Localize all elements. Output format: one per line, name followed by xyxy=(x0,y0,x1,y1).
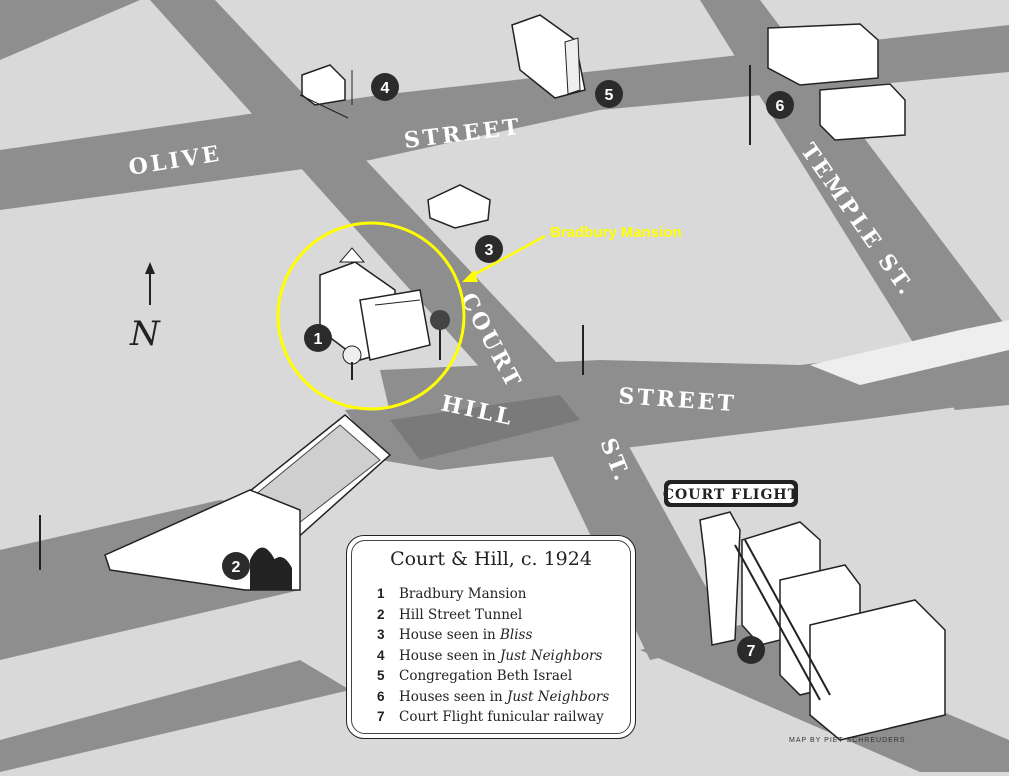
congregation-beth-israel xyxy=(511,14,586,99)
svg-text:3: 3 xyxy=(485,242,494,259)
map-credit: MAP BY PIET SCHREUDERS xyxy=(789,737,906,744)
court-street-lower-road xyxy=(545,430,735,660)
highlight-circle xyxy=(276,221,466,411)
marker-6: 6 xyxy=(766,91,794,119)
svg-text:4: 4 xyxy=(381,80,390,97)
marker-4: 4 xyxy=(371,73,399,101)
court-flight-sign: COURT FLIGHT xyxy=(663,480,799,507)
marker-7: 7 xyxy=(737,636,765,664)
court-flight-buildings xyxy=(699,511,946,741)
houses-just-neighbors xyxy=(749,23,906,145)
house-just-neighbors xyxy=(299,64,353,119)
marker-3: 3 xyxy=(475,235,503,263)
svg-text:5: 5 xyxy=(605,87,614,104)
hill-street-tunnel xyxy=(104,414,392,591)
compass-letter: N xyxy=(129,314,161,354)
legend-title: Court & Hill, c. 1924 xyxy=(390,548,592,570)
court-street-road xyxy=(150,0,620,440)
svg-text:1: 1 xyxy=(314,331,323,348)
court-flight-sign-text: COURT FLIGHT xyxy=(663,487,799,503)
svg-text:7: 7 xyxy=(747,643,756,660)
house-bliss xyxy=(427,184,491,229)
bradbury-mansion-building xyxy=(319,247,450,380)
marker-5: 5 xyxy=(595,80,623,108)
svg-text:2: 2 xyxy=(232,559,241,576)
annotation-label: Bradbury Mansion xyxy=(550,224,682,241)
compass-north-arrow xyxy=(145,262,155,305)
marker-2: 2 xyxy=(222,552,250,580)
marker-1: 1 xyxy=(304,324,332,352)
annotation-arrow xyxy=(462,234,546,282)
svg-text:6: 6 xyxy=(776,98,785,115)
